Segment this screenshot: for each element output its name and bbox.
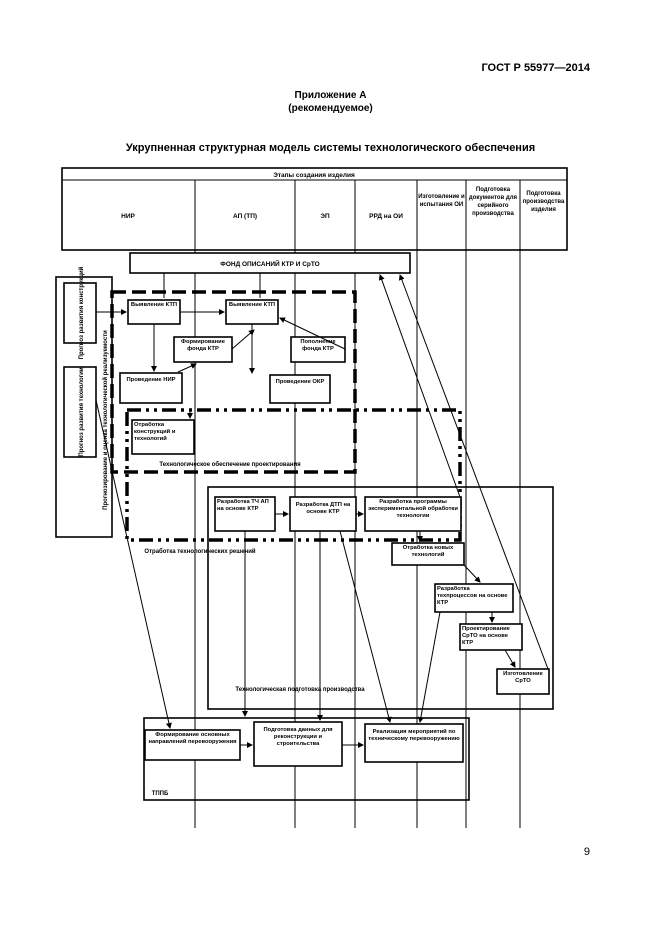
region-prod-prep (207, 486, 554, 710)
region-tech-debug (125, 408, 462, 542)
svg-text:Отработка технологических реше: Отработка технологических решений (144, 548, 255, 555)
svg-text:Технологическая подготовка про: Технологическая подготовка производства (235, 687, 365, 693)
col-ap: АП (ТП) (233, 213, 257, 220)
appendix-subtitle: (рекомендуемое) (288, 103, 373, 114)
col-prep-production: Подготовка производства изделия (522, 191, 565, 213)
col-rrd: РРД на ОИ (369, 213, 403, 220)
stages-table (61, 167, 568, 251)
forecast-technology-box (63, 366, 97, 458)
col-nir: НИР (121, 213, 135, 220)
box-fund-fill (290, 336, 346, 363)
box-tz-ap (214, 496, 276, 532)
figure-title: Укрупненная структурная модель системы т… (125, 142, 536, 154)
box-tech-process (434, 583, 514, 613)
svg-text:ФОНД ОПИСАНИЙ КТР И СрТО: ФОНД ОПИСАНИЙ КТР И СрТО (220, 259, 319, 268)
box-debug-constructions (131, 419, 195, 455)
box-prepare-data (253, 721, 343, 767)
region-design-support (110, 290, 357, 474)
box-okr-do (269, 374, 331, 404)
svg-text:ТППБ: ТППБ (152, 791, 169, 797)
svg-text:Прогноз развития конструкций: Прогноз развития конструкций (78, 266, 85, 359)
standard-code: ГОСТ Р 55977—2014 (481, 62, 590, 74)
fund-box (129, 252, 411, 274)
col-production: Изготовление и испытания ОИ (418, 194, 465, 208)
box-exp-program (364, 496, 462, 532)
box-fund-form (173, 336, 233, 363)
page-number: 9 (583, 846, 590, 858)
appendix-title: Приложение А (294, 90, 367, 101)
box-ktp-2 (225, 299, 279, 325)
svg-text:Прогноз развития технологии: Прогноз развития технологии (79, 367, 85, 456)
box-nir-do (119, 372, 183, 404)
box-design-srto (459, 623, 523, 651)
box-dtp (289, 496, 357, 532)
box-make-srto (496, 668, 550, 695)
box-debug-new (391, 542, 465, 566)
col-ep: ЭП (320, 213, 330, 220)
svg-text:Технологическое обеспечение пр: Технологическое обеспечение проектирован… (159, 461, 301, 468)
stages-header: Этапы создания изделия (273, 172, 355, 179)
forecast-constructions-box (63, 282, 97, 344)
svg-text:Прогнозирование и оценка техно: Прогнозирование и оценка технологической… (102, 330, 109, 510)
region-tppb (143, 717, 470, 801)
box-realize (364, 723, 464, 763)
col-serial-docs: Подготовка документов для серийного прои… (468, 187, 518, 217)
